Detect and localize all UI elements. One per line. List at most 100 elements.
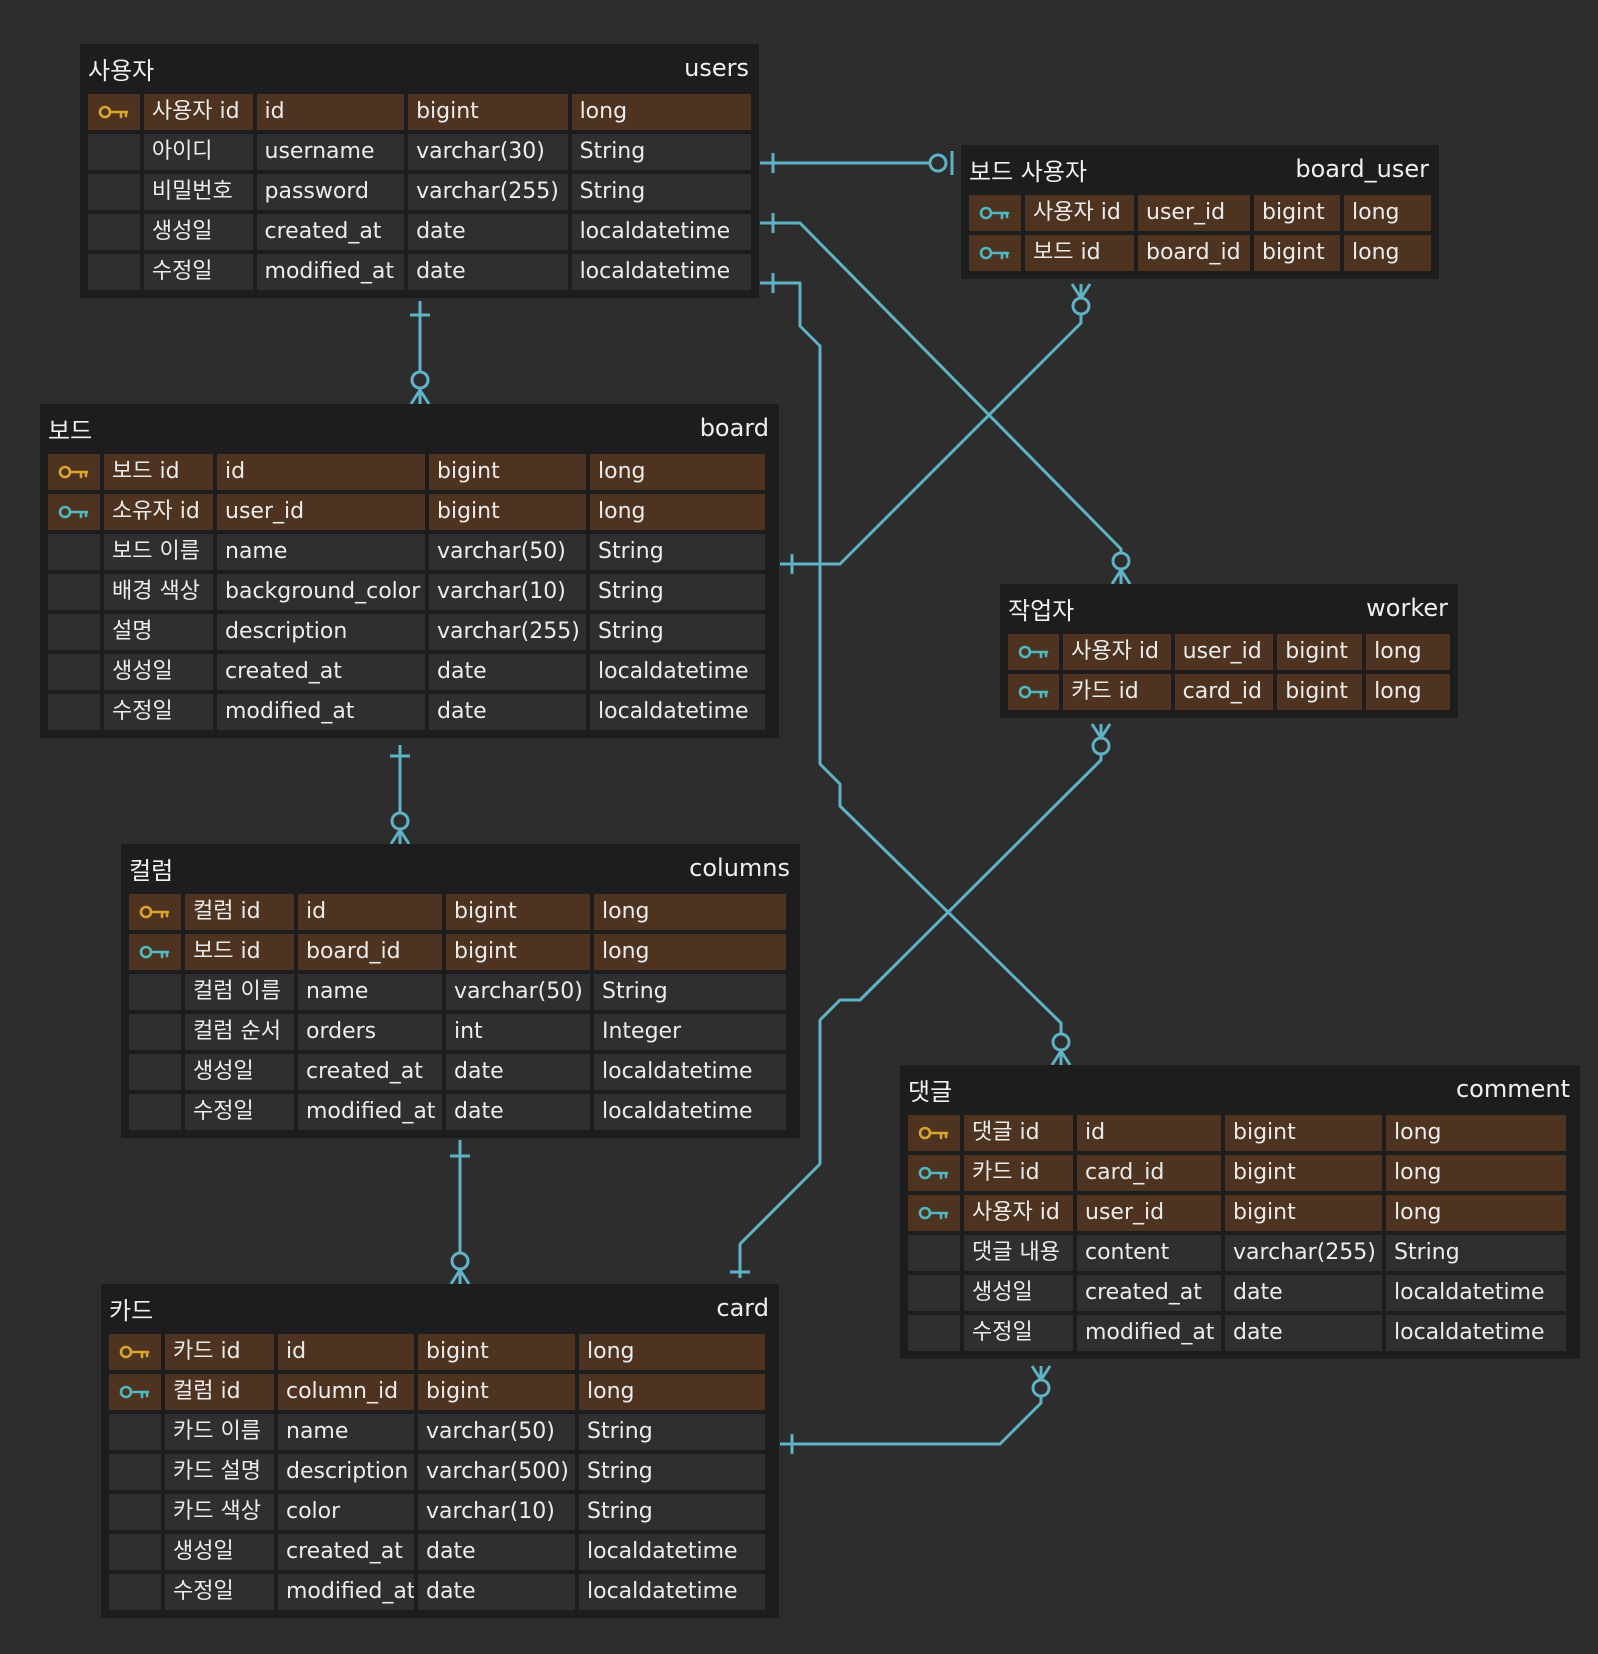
key-cell xyxy=(969,195,1021,231)
column-logical-name: 수정일 xyxy=(165,1574,274,1610)
key-cell xyxy=(109,1414,161,1450)
column-logical-name: 수정일 xyxy=(964,1315,1073,1351)
column-name: password xyxy=(256,174,405,210)
entity-header[interactable]: 사용자 users xyxy=(86,44,753,92)
primary-key-icon xyxy=(918,1124,950,1142)
entity-table-name: board xyxy=(699,414,769,442)
column-name: created_at xyxy=(278,1534,414,1570)
column-java-type: String xyxy=(590,574,765,610)
optional-marker xyxy=(1111,551,1131,571)
key-cell xyxy=(48,574,100,610)
column-type: varchar(10) xyxy=(418,1494,575,1530)
column-type: varchar(50) xyxy=(446,974,590,1010)
column-logical-name: 보드 이름 xyxy=(104,534,213,570)
column-logical-name: 생성일 xyxy=(964,1275,1073,1311)
column-name: content xyxy=(1077,1235,1221,1271)
entity-header[interactable]: 보드 board xyxy=(46,404,773,452)
column-name: user_id xyxy=(1174,634,1274,670)
column-java-type: long xyxy=(579,1334,765,1370)
column-type: date xyxy=(429,654,586,690)
primary-key-icon xyxy=(119,1343,151,1361)
column-name: orders xyxy=(298,1014,442,1050)
column-logical-name: 보드 id xyxy=(104,454,213,490)
entity-header[interactable]: 카드 card xyxy=(107,1284,773,1332)
entity-header[interactable]: 보드 사용자 board_user xyxy=(967,145,1433,193)
foreign-key-icon xyxy=(979,204,1011,222)
column-java-type: localdatetime xyxy=(1386,1275,1566,1311)
column-name: created_at xyxy=(1077,1275,1221,1311)
entity-header[interactable]: 댓글 comment xyxy=(906,1065,1574,1113)
column-logical-name: 수정일 xyxy=(143,254,253,290)
relation-board-board-user xyxy=(780,284,1083,566)
column-logical-name: 소유자 id xyxy=(104,494,213,530)
column-name: name xyxy=(217,534,425,570)
column-java-type: String xyxy=(571,174,751,210)
key-cell xyxy=(88,214,140,250)
column-type: varchar(50) xyxy=(429,534,586,570)
column-type: bigint xyxy=(1225,1195,1382,1231)
column-name: column_id xyxy=(278,1374,414,1410)
column-logical-name: 생성일 xyxy=(143,214,253,250)
column-java-type: long xyxy=(594,934,786,970)
column-type: bigint xyxy=(408,94,568,130)
entity-header[interactable]: 컬럼 columns xyxy=(127,844,794,892)
key-cell xyxy=(969,235,1021,271)
foreign-key-icon xyxy=(979,244,1011,262)
key-cell xyxy=(109,1334,161,1370)
column-logical-name: 수정일 xyxy=(185,1094,294,1130)
column-java-type: localdatetime xyxy=(594,1094,786,1130)
optional-marker xyxy=(390,811,410,831)
optional-marker xyxy=(410,370,430,390)
entity-logical-name: 보드 xyxy=(48,416,93,445)
entity-header[interactable]: 작업자 worker xyxy=(1006,584,1452,632)
key-cell xyxy=(1008,634,1060,670)
foreign-key-icon xyxy=(1018,643,1050,661)
key-cell xyxy=(129,1094,181,1130)
foreign-key-icon xyxy=(918,1164,950,1182)
column-type: varchar(50) xyxy=(418,1414,575,1450)
column-name: user_id xyxy=(1077,1195,1221,1231)
